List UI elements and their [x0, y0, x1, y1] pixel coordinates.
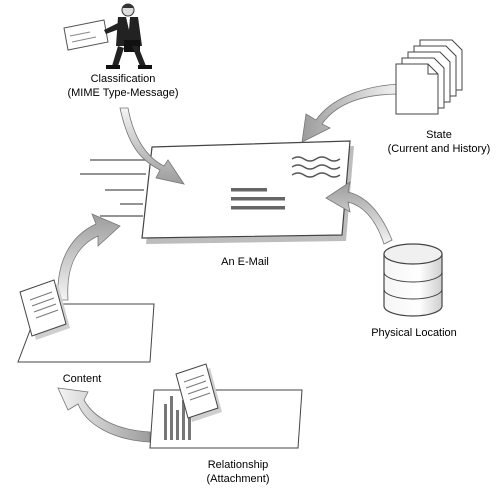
arrow-relationship-to-content [57, 387, 151, 443]
state-label: State (Current and History) [378, 128, 500, 156]
classification-label: Classification (MIME Type-Message) [38, 72, 208, 100]
arrow-location-to-email [325, 181, 393, 245]
database-icon [383, 243, 443, 317]
email-label: An E-Mail [190, 255, 300, 269]
relationship-subtitle: (Attachment) [206, 473, 270, 485]
document-stack-icon [395, 39, 463, 115]
postmark-icon [291, 156, 341, 178]
arrow-state-to-email [301, 83, 401, 143]
physical-location-title: Physical Location [371, 327, 457, 339]
content-document-icon [19, 279, 70, 340]
physical-location-label: Physical Location [358, 326, 470, 340]
email-envelope [80, 140, 354, 244]
state-subtitle: (Current and History) [387, 143, 491, 155]
classification-subtitle: (MIME Type-Message) [67, 87, 179, 99]
content-label: Content [52, 372, 112, 386]
email-title: An E-Mail [221, 256, 269, 268]
content-title: Content [62, 373, 102, 385]
relationship-label: Relationship (Attachment) [178, 458, 298, 486]
motion-lines [80, 159, 150, 217]
arrow-content-to-email [57, 213, 121, 301]
state-title: State [426, 129, 452, 141]
attachment-document-icon [175, 363, 222, 422]
classification-title: Classification [90, 73, 156, 85]
arrow-classification-to-email [119, 107, 185, 185]
relationship-title: Relationship [207, 459, 269, 471]
address-lines [231, 188, 285, 210]
courier-person-icon [63, 3, 152, 69]
attachment-chart-icon [164, 396, 191, 440]
